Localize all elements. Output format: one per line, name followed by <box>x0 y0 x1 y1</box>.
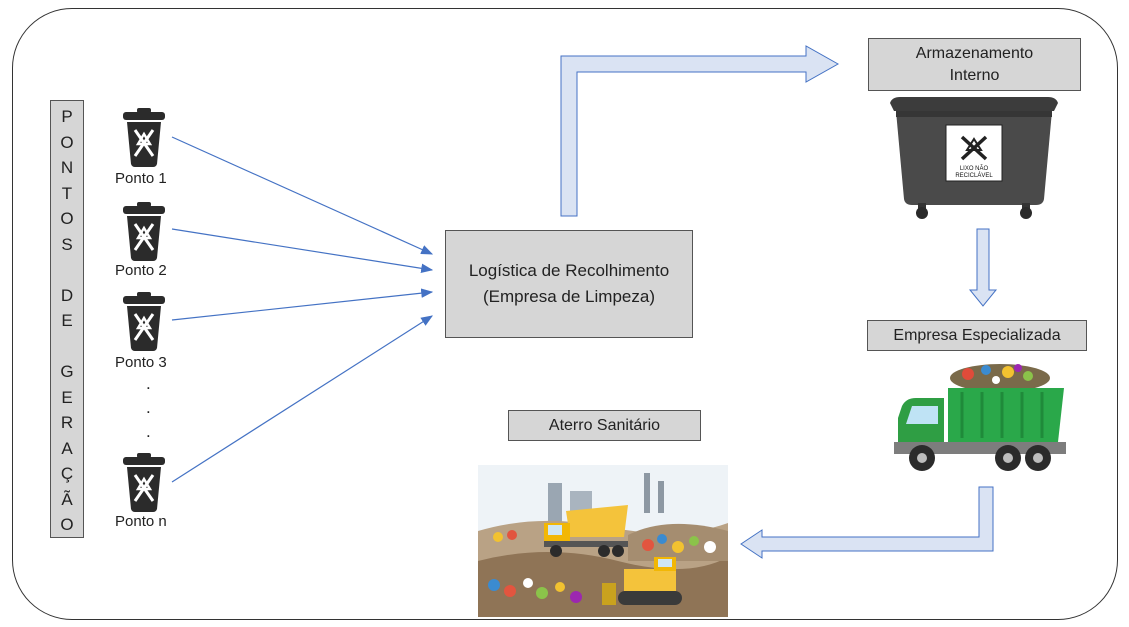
sticker-line1: LIXO NÃO <box>960 165 989 172</box>
title-letter: E <box>61 311 73 330</box>
title-letter: N <box>60 158 74 177</box>
trash-bin-icon <box>123 292 165 351</box>
waste-container-image: LIXO NÃO RECICLÁVEL <box>890 97 1058 219</box>
logistics-subtitle: (Empresa de Limpeza) <box>483 287 655 306</box>
title-letter: E <box>61 387 73 407</box>
connector-line <box>171 136 434 255</box>
point-label: Ponto 3 <box>115 354 167 371</box>
logistics-box: Logística de Recolhimento (Empresa de Li… <box>445 230 693 338</box>
title-letter: Ã <box>61 489 73 509</box>
landfill-box: Aterro Sanitário <box>508 410 701 441</box>
sticker-line2: RECICLÁVEL <box>955 172 993 179</box>
specialized-company-box: Empresa Especializada <box>867 320 1087 351</box>
ellipsis-dot: . <box>146 398 151 417</box>
title-letter: T <box>61 183 73 203</box>
bulldozer <box>602 557 682 605</box>
ellipsis-dot: . <box>146 422 151 441</box>
garbage-truck-image <box>894 364 1066 471</box>
block-arrow-down <box>968 228 998 307</box>
landfill-label: Aterro Sanitário <box>548 417 661 434</box>
generation-points-title: P O N T O S D E G E R A Ç Ã O <box>50 100 84 538</box>
storage-subtitle: Interno <box>949 66 1000 84</box>
title-letter: G <box>60 362 74 381</box>
trash-bin-icon <box>123 202 165 261</box>
block-arrow-down-left <box>740 486 994 559</box>
title-letter: P <box>61 107 73 126</box>
title-letter: D <box>60 285 74 305</box>
title-letter: O <box>60 515 74 534</box>
point-label: Ponto 2 <box>115 262 167 279</box>
trash-pile <box>488 530 716 603</box>
ellipsis-dot: . <box>146 374 151 393</box>
landfill-image <box>478 465 728 617</box>
connector-line <box>171 228 434 274</box>
title-letter: O <box>60 209 74 228</box>
title-letter: A <box>61 438 73 458</box>
logistics-title: Logística de Recolhimento <box>468 261 670 280</box>
title-letter: O <box>60 132 74 152</box>
specialized-company-label: Empresa Especializada <box>893 327 1061 344</box>
title-letter: Ç <box>60 464 74 483</box>
trash-bin-icon <box>123 108 165 167</box>
point-label: Ponto n <box>115 513 167 530</box>
dump-truck <box>544 505 628 557</box>
connector-line <box>171 288 434 321</box>
block-arrow-up-right <box>560 45 840 217</box>
diagram-frame <box>12 8 1118 620</box>
title-letter: R <box>60 413 74 432</box>
point-label: Ponto 1 <box>115 170 167 187</box>
connector-line <box>171 315 434 483</box>
trash-bin-icon <box>123 453 165 512</box>
title-letter: S <box>61 234 73 254</box>
storage-box: Armazenamento Interno <box>868 38 1081 91</box>
storage-title: Armazenamento <box>915 44 1034 62</box>
